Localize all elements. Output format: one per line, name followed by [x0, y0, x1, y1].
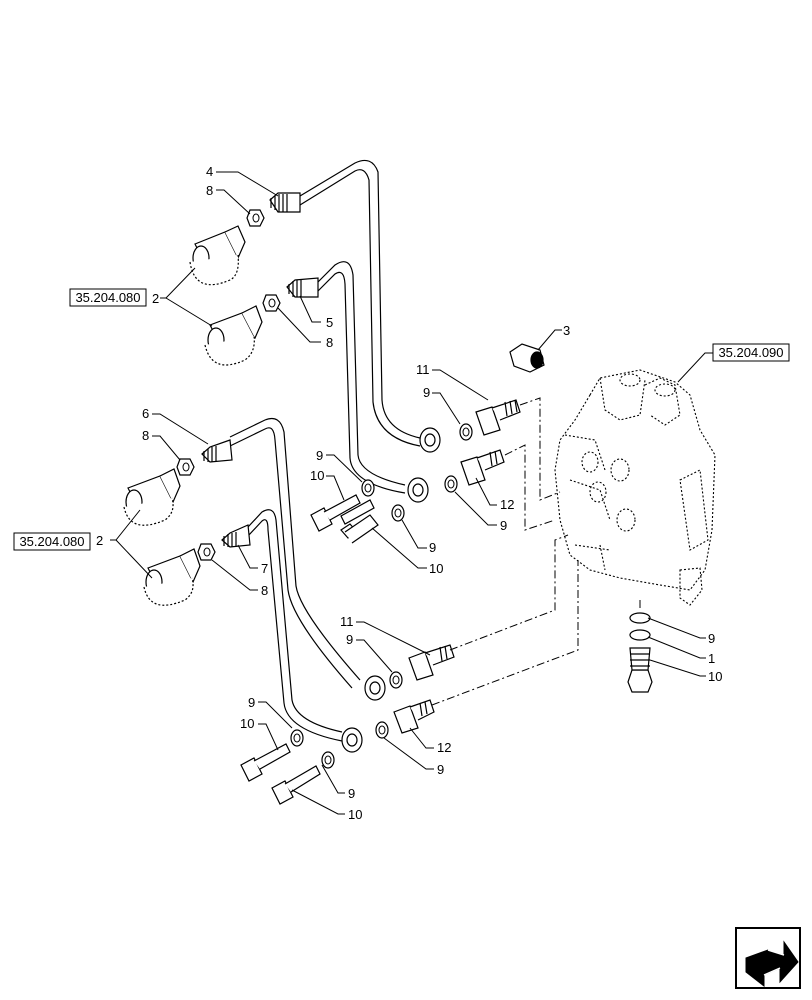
- control-valve-body: [554, 369, 716, 606]
- callout-4: 4: [206, 164, 213, 179]
- callout-8: 8: [206, 183, 213, 198]
- callout-9: 9: [316, 448, 323, 463]
- banjo-eye-fittings: [341, 427, 441, 753]
- callout-labels: 4 8 2 5 8 3 11 9 6 8 9 12 10 9 9 10 2 7 …: [96, 164, 722, 822]
- callout-9: 9: [423, 385, 430, 400]
- hydraulic-pipes: [229, 159, 421, 742]
- callout-9: 9: [429, 540, 436, 555]
- alignment-lines: [431, 397, 641, 706]
- pipe-threaded-ends: [201, 192, 319, 548]
- quick-coupler-1: [189, 225, 246, 286]
- callout-10: 10: [348, 807, 362, 822]
- callout-12: 12: [437, 740, 451, 755]
- callout-10: 10: [240, 716, 254, 731]
- callout-6: 6: [142, 406, 149, 421]
- reference-box-3[interactable]: 35.204.090: [712, 343, 790, 362]
- reference-box-1[interactable]: 35.204.080: [69, 288, 147, 307]
- callout-9: 9: [437, 762, 444, 777]
- callout-12: 12: [500, 497, 514, 512]
- callout-9: 9: [708, 631, 715, 646]
- quick-coupler-assemblies: [123, 225, 263, 606]
- callout-10: 10: [429, 561, 443, 576]
- callout-7: 7: [261, 561, 268, 576]
- next-page-arrow-icon[interactable]: [735, 927, 801, 989]
- callout-10: 10: [310, 468, 324, 483]
- quick-coupler-4: [143, 548, 201, 606]
- callout-8: 8: [142, 428, 149, 443]
- callout-3: 3: [563, 323, 570, 338]
- callout-9: 9: [346, 632, 353, 647]
- callout-2: 2: [96, 533, 103, 548]
- callout-11: 11: [416, 362, 430, 377]
- quick-coupler-2: [204, 305, 263, 366]
- reference-box-2[interactable]: 35.204.080: [13, 532, 91, 551]
- reference-label: 35.204.080: [19, 534, 84, 549]
- callout-9: 9: [500, 518, 507, 533]
- callout-8: 8: [261, 583, 268, 598]
- reference-label: 35.204.080: [75, 290, 140, 305]
- bolts-and-adapters: [240, 343, 653, 805]
- leader-lines: [110, 171, 713, 815]
- quick-coupler-3: [123, 468, 181, 526]
- callout-8: 8: [326, 335, 333, 350]
- callout-5: 5: [326, 315, 333, 330]
- reference-label: 35.204.090: [718, 345, 783, 360]
- callout-2: 2: [152, 291, 159, 306]
- callout-1: 1: [708, 651, 715, 666]
- callout-9: 9: [348, 786, 355, 801]
- callout-9: 9: [248, 695, 255, 710]
- callout-10: 10: [708, 669, 722, 684]
- callout-11: 11: [340, 614, 354, 629]
